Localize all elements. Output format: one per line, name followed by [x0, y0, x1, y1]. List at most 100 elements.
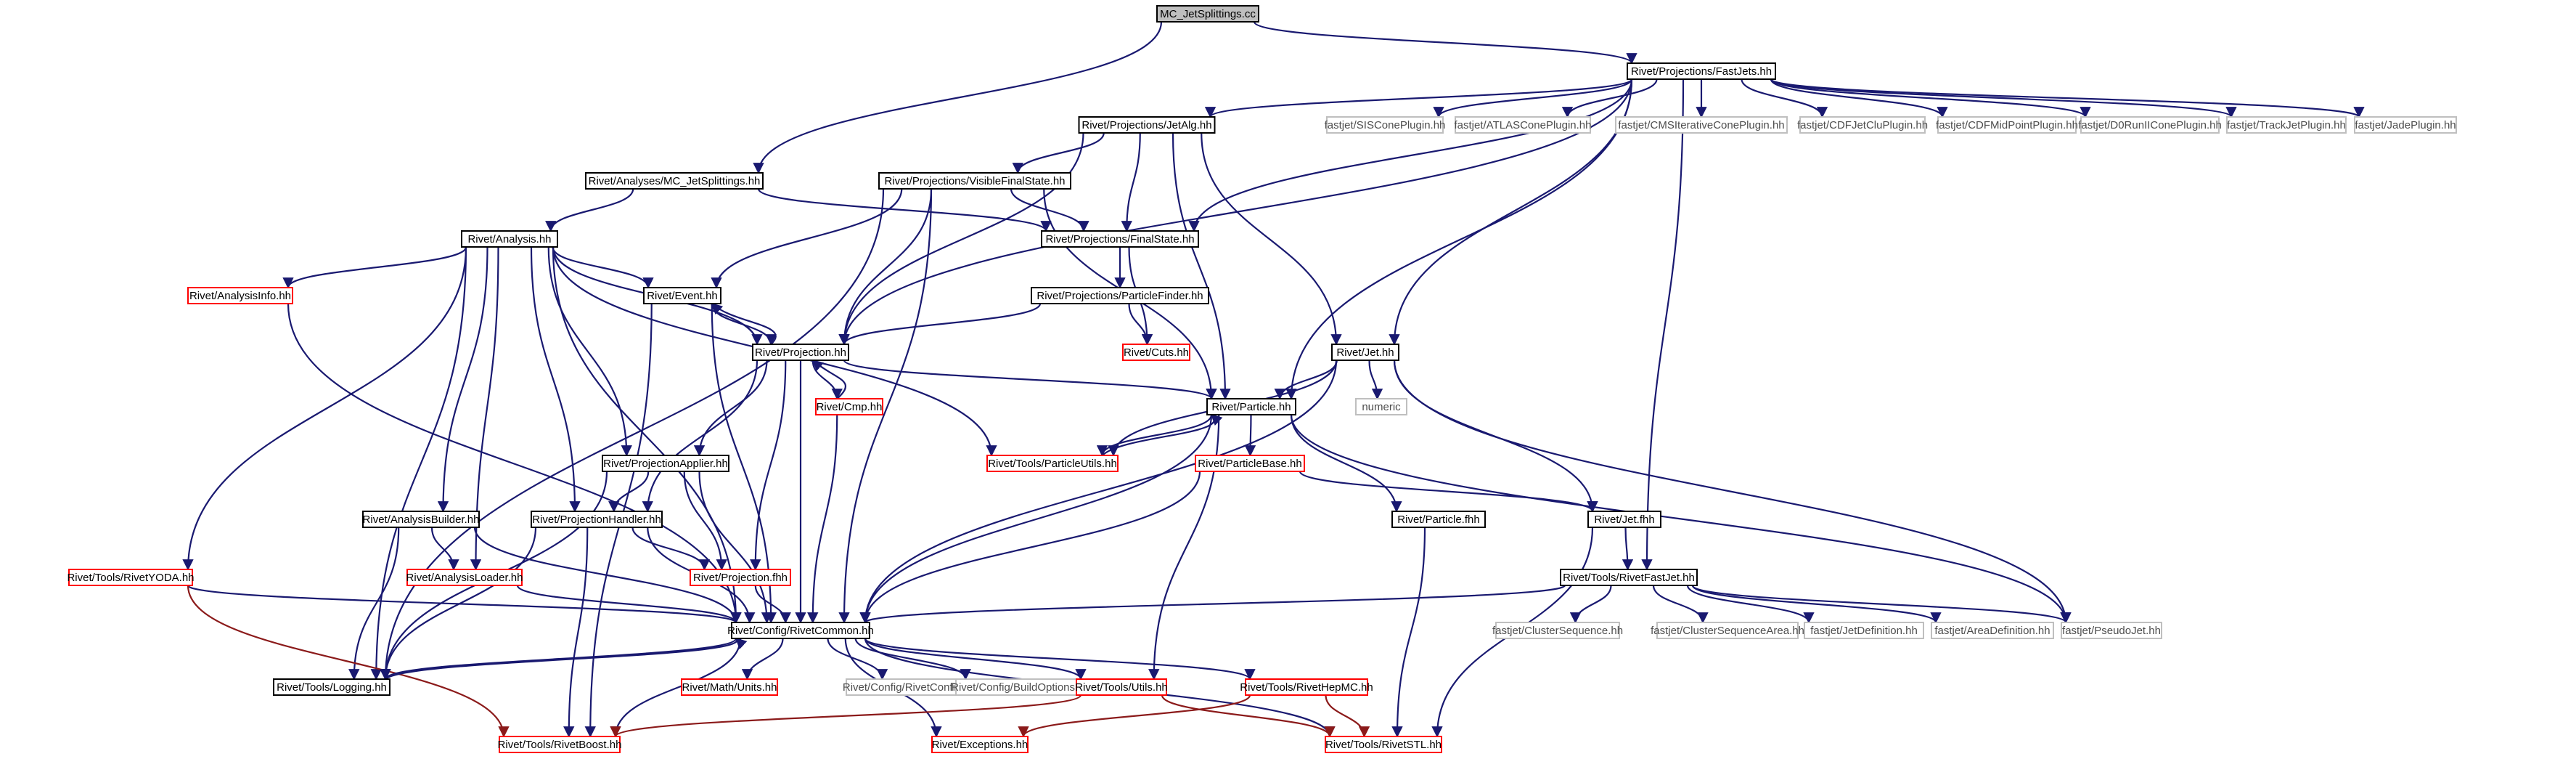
- edge-jet-to-common: [859, 360, 1338, 624]
- node-label: Rivet/Analysis.hh: [467, 233, 551, 245]
- edge-utils-to-stl: [1161, 694, 1336, 738]
- node-particlefhh[interactable]: Rivet/Particle.fhh: [1391, 511, 1486, 528]
- node-pfinder[interactable]: Rivet/Projections/ParticleFinder.hh: [1031, 287, 1209, 304]
- node-label: Rivet/Jet.fhh: [1594, 514, 1654, 526]
- node-root[interactable]: MC_JetSplittings.cc: [1156, 5, 1259, 23]
- edge-vfs-to-finalstate: [1010, 188, 1089, 232]
- edge-event-to-common: [711, 303, 777, 624]
- edge-common-to-boost: [610, 638, 742, 738]
- node-label: Rivet/Projection.fhh: [693, 572, 788, 584]
- edge-particle-to-particlefhh: [1290, 414, 1402, 513]
- node-jetalg[interactable]: Rivet/Projections/JetAlg.hh: [1078, 116, 1216, 134]
- node-utils[interactable]: Rivet/Tools/Utils.hh: [1075, 678, 1168, 696]
- node-analysis[interactable]: Rivet/Analysis.hh: [461, 230, 558, 248]
- node-mcjs[interactable]: Rivet/Analyses/MC_JetSplittings.hh: [585, 172, 764, 190]
- edge-pfinder-to-cuts: [1128, 303, 1153, 346]
- node-label: Rivet/Event.hh: [647, 290, 718, 302]
- edge-papplier-to-common: [698, 471, 773, 624]
- edge-analysis-to-common: [552, 246, 742, 624]
- node-label: fastjet/SISConePlugin.hh: [1325, 119, 1446, 131]
- node-fastjets[interactable]: Rivet/Projections/FastJets.hh: [1627, 62, 1776, 80]
- node-box: [931, 736, 1029, 753]
- node-label: MC_JetSplittings.cc: [1160, 8, 1256, 20]
- edge-particle-to-pseudojet: [1290, 414, 2072, 624]
- edge-jetalg-to-jet: [1201, 132, 1342, 346]
- node-box: [1627, 62, 1776, 80]
- node-cmp[interactable]: Rivet/Cmp.hh: [815, 398, 883, 415]
- node-rfastjet[interactable]: Rivet/Tools/RivetFastJet.hh: [1560, 569, 1698, 586]
- node-label: fastjet/ATLASConePlugin.hh: [1454, 119, 1591, 131]
- node-common[interactable]: Rivet/Config/RivetCommon.hh: [727, 622, 874, 639]
- edge-fastjets-to-sis: [1433, 78, 1633, 118]
- node-cdfmp: fastjet/CDFMidPointPlugin.hh: [1936, 116, 2078, 134]
- node-box: [1615, 116, 1788, 134]
- edge-aloader-to-common: [516, 585, 742, 624]
- edge-projfhh-to-common: [754, 585, 791, 624]
- node-jetfhh[interactable]: Rivet/Jet.fhh: [1587, 511, 1661, 528]
- node-event[interactable]: Rivet/Event.hh: [643, 287, 721, 304]
- node-label: Rivet/ProjectionApplier.hh: [603, 458, 728, 470]
- node-label: Rivet/AnalysisInfo.hh: [189, 290, 291, 302]
- node-logging[interactable]: Rivet/Tools/Logging.hh: [273, 678, 391, 696]
- node-abuilder[interactable]: Rivet/AnalysisBuilder.hh: [362, 511, 480, 528]
- node-box: [690, 569, 791, 586]
- node-pbase[interactable]: Rivet/ParticleBase.hh: [1195, 455, 1305, 472]
- node-cdfjc: fastjet/CDFJetCluPlugin.hh: [1797, 116, 1928, 134]
- node-stl[interactable]: Rivet/Tools/RivetSTL.hh: [1325, 736, 1442, 753]
- node-label: Rivet/AnalysisLoader.hh: [406, 572, 523, 584]
- edge-pbase-to-jetfhh: [1299, 471, 1598, 513]
- edge-common-to-buildopts: [854, 638, 971, 681]
- edge-rfastjet-to-areadef: [1691, 585, 1942, 624]
- node-cuts[interactable]: Rivet/Cuts.hh: [1122, 344, 1190, 361]
- node-jade: fastjet/JadePlugin.hh: [2354, 116, 2457, 134]
- node-papplier[interactable]: Rivet/ProjectionApplier.hh: [602, 455, 729, 472]
- node-boost[interactable]: Rivet/Tools/RivetBoost.hh: [498, 736, 622, 753]
- node-label: Rivet/Projections/ParticleFinder.hh: [1036, 290, 1203, 302]
- node-box: [1206, 398, 1296, 415]
- node-layer: MC_JetSplittings.ccRivet/Projections/Fas…: [67, 5, 2457, 753]
- edge-rfastjet-to-clseq: [1569, 585, 1612, 624]
- node-phandler[interactable]: Rivet/ProjectionHandler.hh: [531, 511, 663, 528]
- node-box: [1122, 344, 1190, 361]
- edge-fastjets-to-cdfmp: [1770, 78, 1948, 118]
- node-projfhh[interactable]: Rivet/Projection.fhh: [690, 569, 791, 586]
- node-box: [1804, 622, 1924, 639]
- node-exceptions[interactable]: Rivet/Exceptions.hh: [931, 736, 1029, 753]
- node-hepmc[interactable]: Rivet/Tools/RivetHepMC.hh: [1240, 678, 1373, 696]
- node-label: Rivet/Projections/JetAlg.hh: [1081, 119, 1211, 131]
- node-yoda[interactable]: Rivet/Tools/RivetYODA.hh: [67, 569, 195, 586]
- node-box: [1041, 230, 1199, 248]
- node-box: [1156, 5, 1259, 23]
- node-finalstate[interactable]: Rivet/Projections/FinalState.hh: [1041, 230, 1199, 248]
- edge-mcjs-to-analysis: [545, 188, 634, 232]
- node-units[interactable]: Rivet/Math/Units.hh: [681, 678, 778, 696]
- edge-fastjets-to-finalstate: [1188, 78, 1633, 232]
- node-analysisinfo[interactable]: Rivet/AnalysisInfo.hh: [187, 287, 293, 304]
- node-label: Rivet/Tools/RivetFastJet.hh: [1563, 572, 1695, 584]
- node-box: [585, 172, 764, 190]
- node-label: Rivet/Config/BuildOptions.hh: [951, 681, 1090, 694]
- node-label: Rivet/Math/Units.hh: [682, 681, 777, 694]
- node-box: [362, 511, 480, 528]
- edge-fastjets-to-jetalg: [1205, 78, 1633, 118]
- node-jetdef: fastjet/JetDefinition.hh: [1804, 622, 1924, 639]
- edge-rfastjet-to-clseqarea: [1652, 585, 1709, 624]
- edge-analysis-to-phandler: [530, 246, 581, 513]
- node-box: [461, 230, 558, 248]
- node-label: Rivet/Tools/RivetHepMC.hh: [1240, 681, 1373, 694]
- node-aloader[interactable]: Rivet/AnalysisLoader.hh: [406, 569, 523, 586]
- node-putils[interactable]: Rivet/Tools/ParticleUtils.hh: [986, 455, 1119, 472]
- node-particle[interactable]: Rivet/Particle.hh: [1206, 398, 1296, 415]
- node-label: Rivet/Cuts.hh: [1124, 346, 1189, 359]
- edge-putils-to-particle: [1101, 413, 1223, 456]
- node-box: [1195, 455, 1305, 472]
- node-projection[interactable]: Rivet/Projection.hh: [752, 344, 849, 361]
- node-label: Rivet/Tools/Logging.hh: [277, 681, 387, 694]
- node-box: [1076, 678, 1167, 696]
- edge-cmp-to-projection: [811, 359, 847, 399]
- node-label: Rivet/AnalysisBuilder.hh: [363, 514, 480, 526]
- node-label: Rivet/Config/RivetConfig.hh: [843, 681, 976, 694]
- node-label: Rivet/Tools/ParticleUtils.hh: [988, 458, 1117, 470]
- node-jet[interactable]: Rivet/Jet.hh: [1331, 344, 1399, 361]
- node-vfs[interactable]: Rivet/Projections/VisibleFinalState.hh: [878, 172, 1071, 190]
